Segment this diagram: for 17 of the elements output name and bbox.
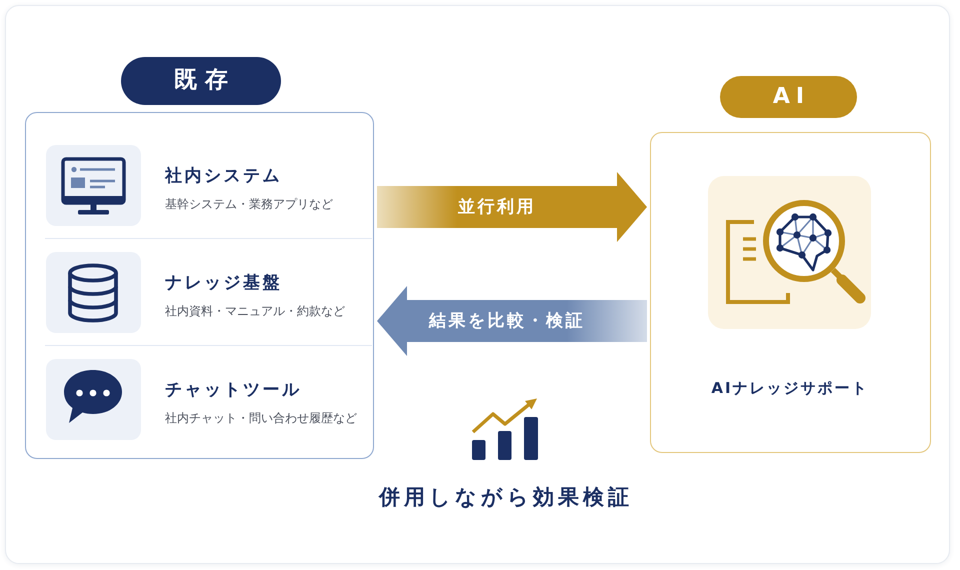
section-tag [121, 57, 281, 105]
system-panel [25, 112, 374, 459]
panel-subtitle: AIナレッジサポート [711, 378, 869, 398]
item-description: 社内資料・マニュアル・約款など [165, 303, 345, 319]
item-description: 基幹システム・業務アプリなど [165, 196, 333, 212]
section-tag [720, 76, 857, 118]
edge-label: 結果を比較・検証 [429, 310, 585, 332]
section-label: 既存 [173, 67, 236, 95]
section-label: AI [772, 84, 810, 110]
block-arrow [377, 172, 647, 242]
item-description: 社内チャット・問い合わせ履歴など [165, 410, 357, 426]
item-title: チャットツール [165, 379, 302, 401]
summary-text: 併用しながら効果検証 [379, 484, 633, 510]
edge-label: 並行利用 [458, 196, 536, 218]
ai-panel [650, 132, 931, 453]
item-title: 社内システム [165, 165, 282, 187]
item-title: ナレッジ基盤 [165, 272, 282, 294]
